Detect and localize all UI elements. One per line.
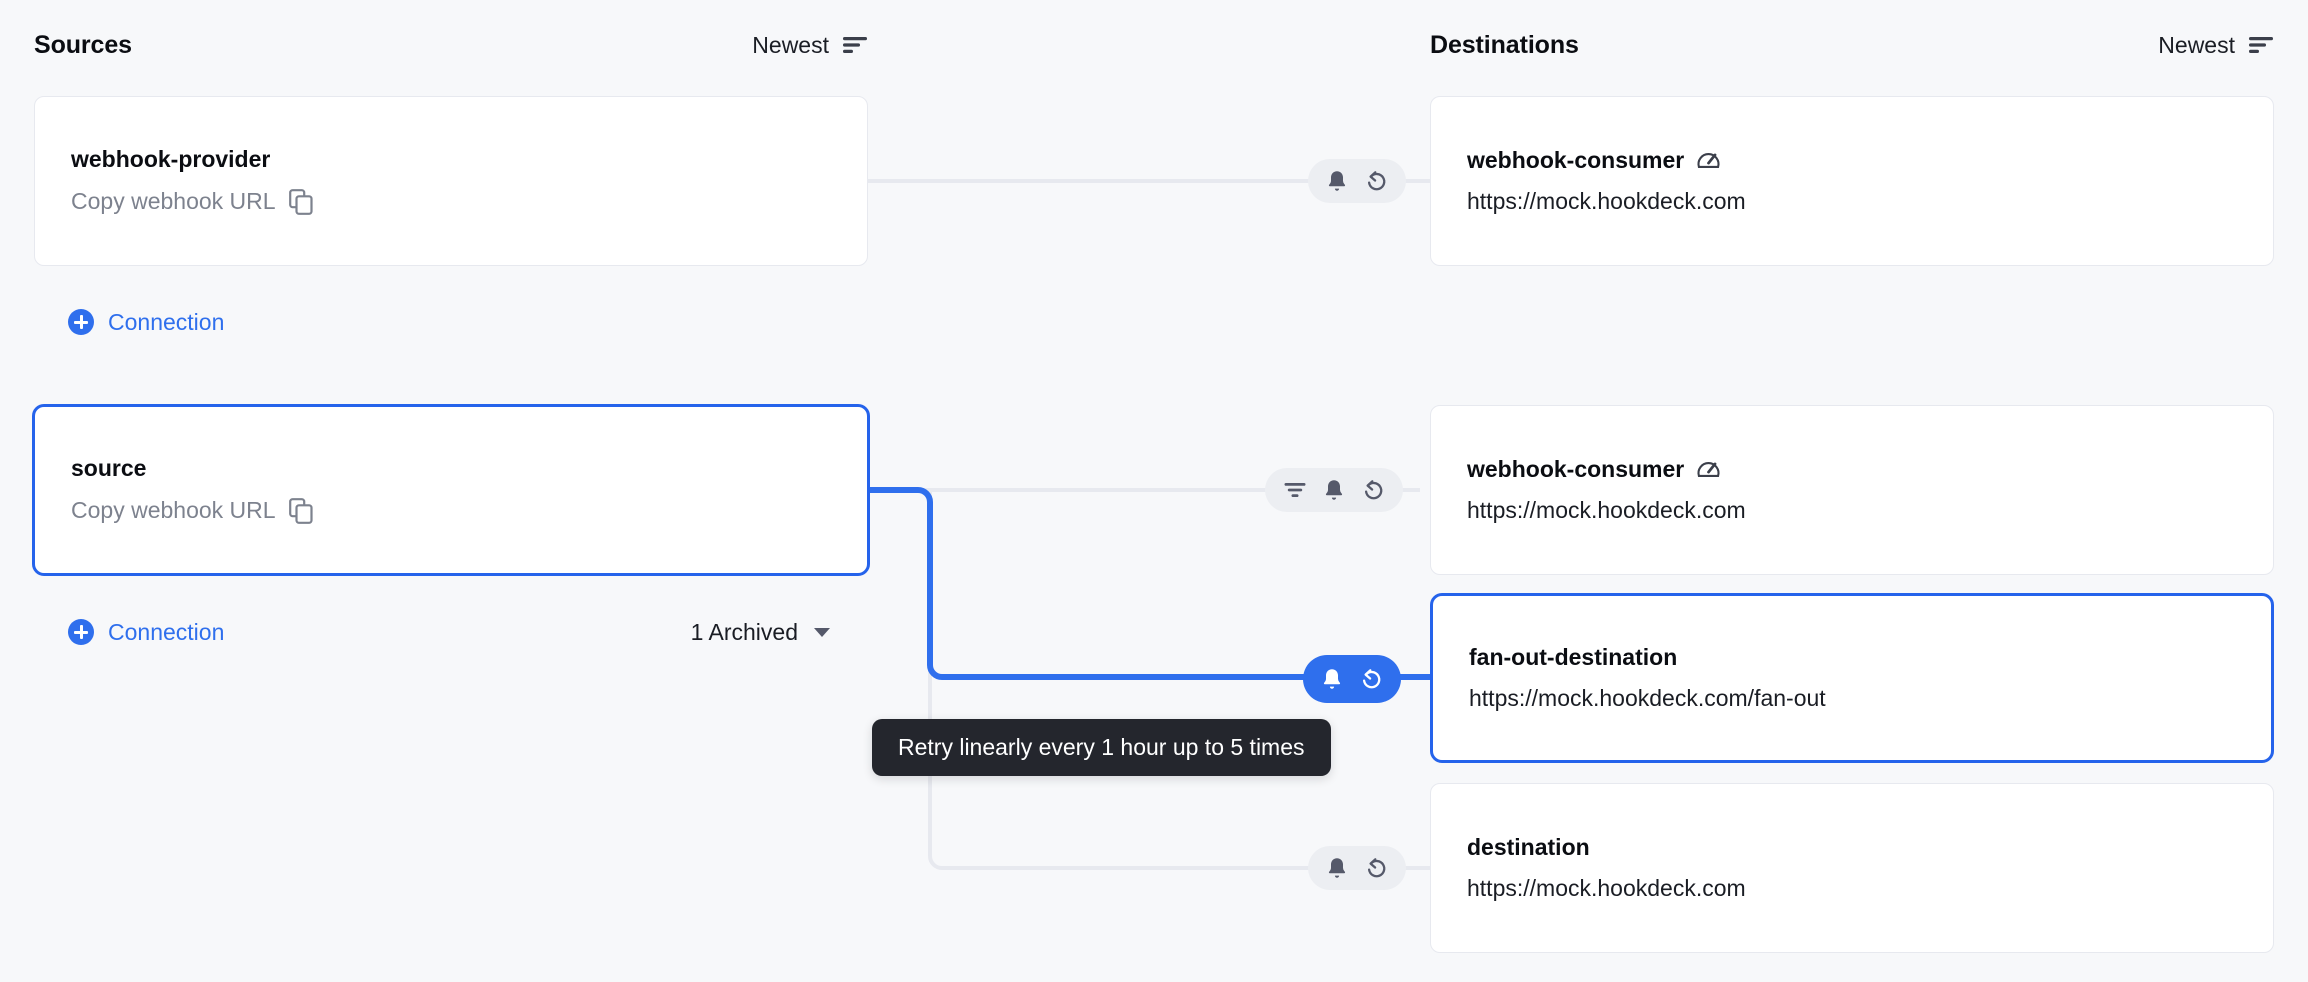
sources-title: Sources — [34, 30, 132, 59]
destinations-sort-control[interactable]: Newest — [2158, 32, 2274, 59]
bell-icon — [1328, 858, 1346, 878]
destinations-title: Destinations — [1430, 30, 1579, 59]
add-connection-label-1: Connection — [108, 308, 225, 335]
destination-name-text: webhook-consumer — [1467, 455, 1685, 482]
copy-webhook-url-label: Copy webhook URL — [71, 187, 276, 214]
source-card-source[interactable]: source Copy webhook URL — [32, 404, 870, 576]
copy-webhook-url-action[interactable]: Copy webhook URL — [71, 496, 831, 524]
bell-icon — [1323, 669, 1341, 689]
destination-url: https://mock.hookdeck.com — [1467, 875, 1746, 901]
destination-url: https://mock.hookdeck.com/fan-out — [1469, 685, 1826, 711]
rate-limit-gauge-icon — [1697, 152, 1720, 168]
retry-icon — [1367, 171, 1386, 191]
plus-circle-icon — [68, 619, 94, 645]
destination-url: https://mock.hookdeck.com — [1467, 497, 1746, 523]
source-name: source — [71, 455, 147, 482]
destination-card-destination[interactable]: destination https://mock.hookdeck.com — [1430, 783, 2274, 953]
add-connection-label-2: Connection — [108, 618, 225, 645]
archived-dropdown[interactable]: 1 Archived — [691, 619, 830, 646]
destination-name: destination — [1467, 833, 2237, 860]
connection-badge-2[interactable] — [1265, 468, 1403, 512]
add-connection-button-1[interactable]: Connection — [68, 309, 224, 336]
destination-name-text: fan-out-destination — [1469, 643, 1678, 670]
sort-descending-icon — [2249, 37, 2273, 53]
retry-rule-tooltip: Retry linearly every 1 hour up to 5 time… — [872, 719, 1331, 776]
destinations-column-header: Destinations Newest — [1430, 28, 2274, 62]
retry-icon — [1362, 669, 1381, 689]
destination-card-fan-out-destination[interactable]: fan-out-destination https://mock.hookdec… — [1430, 593, 2274, 763]
destinations-sort-label: Newest — [2158, 31, 2235, 58]
retry-icon — [1364, 480, 1383, 500]
copy-icon — [288, 497, 313, 524]
connection-badge-3[interactable] — [1303, 655, 1401, 703]
sort-descending-icon — [843, 37, 867, 53]
retry-icon — [1367, 858, 1386, 878]
connection-badge-1[interactable] — [1308, 159, 1406, 203]
destination-name: webhook-consumer — [1467, 146, 2237, 173]
destination-name-text: destination — [1467, 833, 1590, 860]
destination-name-text: webhook-consumer — [1467, 146, 1685, 173]
add-connection-row-1: Connection — [68, 306, 868, 338]
bell-icon — [1328, 171, 1346, 191]
filter-icon — [1284, 483, 1306, 497]
copy-icon — [288, 188, 313, 215]
copy-webhook-url-action[interactable]: Copy webhook URL — [71, 187, 831, 215]
destination-url: https://mock.hookdeck.com — [1467, 188, 1746, 214]
chevron-down-icon — [814, 627, 830, 637]
add-connection-row-2: Connection 1 Archived — [68, 616, 830, 648]
destination-name: webhook-consumer — [1467, 455, 2237, 482]
rate-limit-gauge-icon — [1697, 461, 1720, 477]
plus-circle-icon — [68, 309, 94, 335]
source-name: webhook-provider — [71, 146, 271, 173]
bell-icon — [1325, 480, 1343, 500]
destination-card-webhook-consumer-2[interactable]: webhook-consumer https://mock.hookdeck.c… — [1430, 405, 2274, 575]
source-card-webhook-provider[interactable]: webhook-provider Copy webhook URL — [34, 96, 868, 266]
destination-card-webhook-consumer-1[interactable]: webhook-consumer https://mock.hookdeck.c… — [1430, 96, 2274, 266]
add-connection-button-2[interactable]: Connection — [68, 619, 224, 646]
copy-webhook-url-label: Copy webhook URL — [71, 496, 276, 523]
archived-label: 1 Archived — [690, 618, 798, 645]
connection-badge-4[interactable] — [1308, 846, 1406, 890]
sources-sort-control[interactable]: Newest — [752, 32, 868, 59]
sources-sort-label: Newest — [752, 31, 829, 58]
destination-name: fan-out-destination — [1469, 643, 2235, 670]
sources-column-header: Sources Newest — [34, 28, 868, 62]
